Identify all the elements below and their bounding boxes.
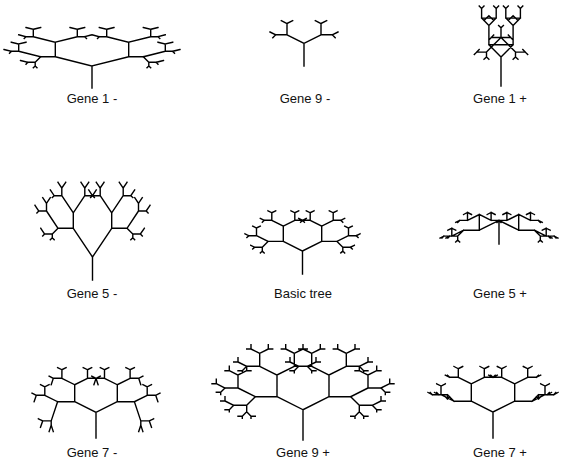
biomorph-tree xyxy=(245,211,360,274)
gene-label: Gene 7 + xyxy=(473,446,527,460)
gene-label: Gene 1 - xyxy=(67,92,118,106)
biomorph-tree xyxy=(4,28,180,89)
gene-label: Basic tree xyxy=(274,287,332,301)
gene-label: Gene 9 + xyxy=(276,446,330,460)
biomorph-tree xyxy=(440,213,558,245)
biomorph-tree xyxy=(32,368,160,438)
biomorph-tree xyxy=(474,6,527,86)
biomorph-tree xyxy=(270,21,338,66)
biomorph-tree xyxy=(428,367,558,439)
gene-label: Gene 9 - xyxy=(280,92,331,106)
gene-label: Gene 5 - xyxy=(67,287,118,301)
gene-label: Gene 1 + xyxy=(473,92,527,106)
gene-label: Gene 5 + xyxy=(473,287,527,301)
biomorph-tree xyxy=(35,182,150,280)
biomorph-tree xyxy=(212,345,394,440)
gene-label: Gene 7 - xyxy=(67,446,118,460)
